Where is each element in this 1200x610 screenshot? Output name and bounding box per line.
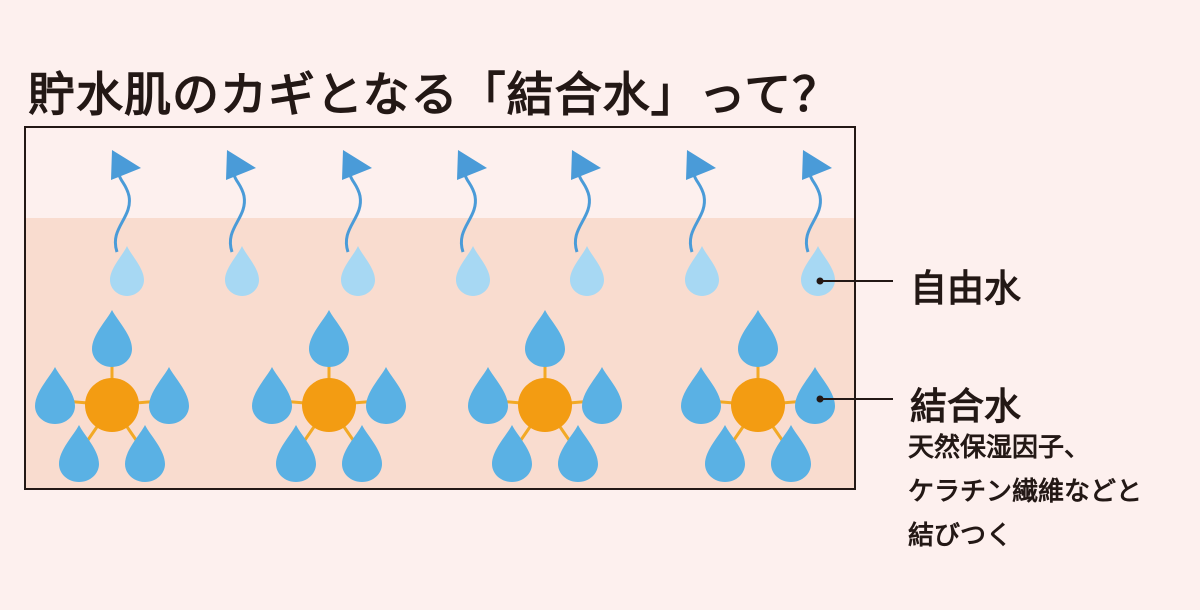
free-water-drop: [341, 150, 375, 296]
free-water-drop: [456, 150, 490, 296]
bound-water-group: [35, 310, 835, 482]
description-line: 結びつく: [908, 521, 1013, 551]
description-line: ケラチン繊維などと: [908, 477, 1143, 507]
free-water-label: 自由水: [910, 267, 1021, 310]
callout-bound-water: [816, 395, 893, 403]
bound-water-label: 結合水: [910, 385, 1021, 428]
description-line: 天然保湿因子、: [908, 433, 1091, 463]
free-water-drop: [801, 150, 835, 296]
free-water-drop: [225, 150, 259, 296]
free-water-group: [110, 150, 835, 296]
callout-free-water: [816, 277, 893, 285]
free-water-drop: [685, 150, 719, 296]
bound-water-cluster: [468, 310, 622, 482]
free-water-drop: [110, 150, 144, 296]
bound-water-description: 天然保湿因子、 ケラチン繊維などと 結びつく: [908, 426, 1142, 558]
bound-water-cluster: [35, 310, 189, 482]
bound-water-cluster: [681, 310, 835, 482]
bound-water-cluster: [252, 310, 406, 482]
page-title: 貯水肌のカギとなる「結合水」って？: [28, 68, 841, 123]
free-water-drop: [570, 150, 604, 296]
